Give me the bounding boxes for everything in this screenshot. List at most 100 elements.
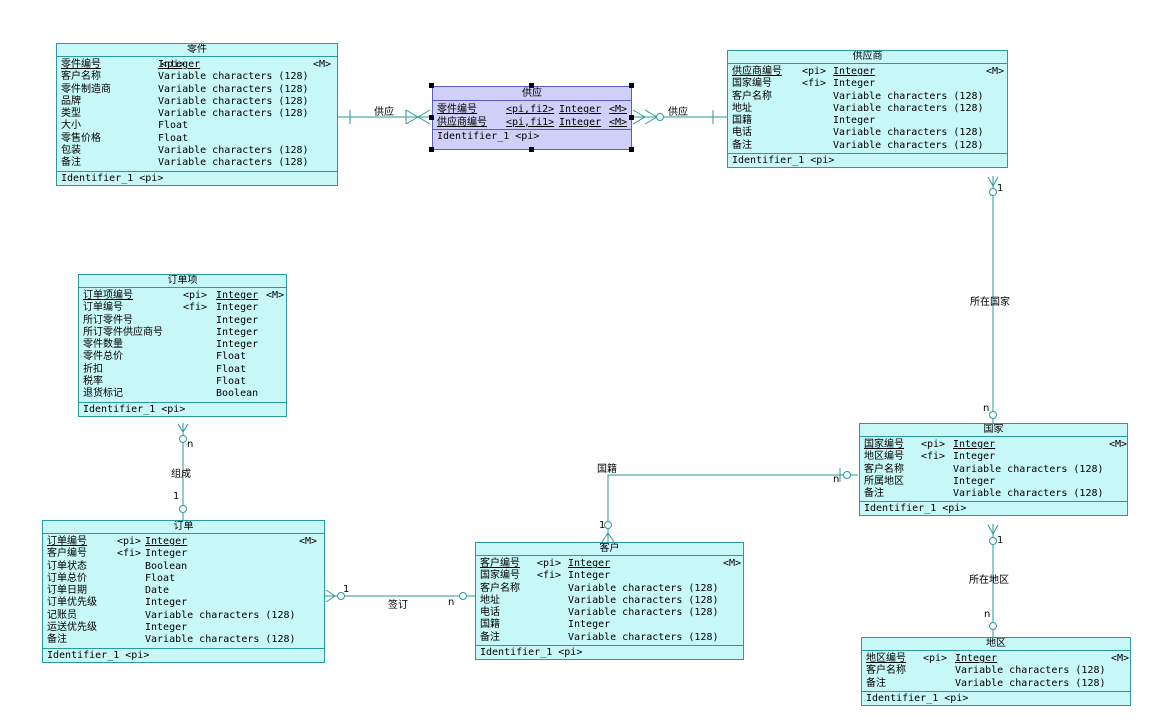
rel-card-sign-one: 1 bbox=[343, 584, 350, 595]
attribute-row: 零件编号<pi>Integer<M> bbox=[61, 59, 333, 71]
attribute-name: 备注 bbox=[61, 157, 81, 169]
rel-mark-cc-circle2 bbox=[604, 521, 612, 529]
attribute-name: 客户名称 bbox=[864, 463, 904, 475]
entity-title: 地区 bbox=[862, 638, 1130, 651]
attribute-name: 备注 bbox=[47, 634, 67, 646]
attribute-type: Variable characters (128) bbox=[953, 463, 1104, 475]
attribute-row: 客户名称 Variable characters (128) bbox=[864, 464, 1123, 476]
entity-identifier: Identifier_1 <pi> bbox=[862, 690, 1130, 705]
attribute-name: 国家编号 bbox=[732, 78, 772, 90]
selection-handle[interactable] bbox=[529, 83, 534, 88]
attribute-type: Integer bbox=[145, 548, 188, 560]
attribute-flag: <M> bbox=[266, 290, 285, 301]
attribute-type: Integer bbox=[158, 59, 201, 70]
attribute-type: Date bbox=[145, 585, 170, 597]
attribute-type: Variable characters (128) bbox=[953, 488, 1104, 500]
attribute-type: Integer bbox=[953, 439, 996, 450]
attribute-type: Integer bbox=[145, 597, 188, 609]
association-supply[interactable]: 供应 零件编号 <pi,fi2> Integer <M> 供应商编号 <pi,f… bbox=[432, 86, 632, 150]
rel-mark-io-circle bbox=[179, 435, 187, 443]
rel-mark-supplier-crow1 bbox=[632, 109, 646, 118]
rel-mark-cr-crow1 bbox=[987, 524, 994, 535]
attribute-type: Variable characters (128) bbox=[833, 127, 984, 139]
rel-mark-parts-crow2 bbox=[417, 116, 431, 125]
attribute-key: <pi> bbox=[537, 558, 562, 569]
attribute-name: 客户名称 bbox=[480, 582, 520, 594]
rel-mark-sc-circle bbox=[989, 188, 997, 196]
attribute-type: Integer bbox=[216, 314, 259, 326]
entity-identifier: Identifier_1 <pi> bbox=[43, 647, 324, 662]
attribute-name: 订单编号 bbox=[47, 536, 87, 547]
rel-mark-cr-circle bbox=[989, 537, 997, 545]
rel-mark-cc-crow2 bbox=[607, 532, 615, 543]
selection-handle[interactable] bbox=[429, 147, 434, 152]
attribute-key: <pi> bbox=[161, 59, 186, 70]
attribute-row: 订单编号<pi>Integer<M> bbox=[47, 536, 320, 548]
rel-card-located-region-many: n bbox=[984, 609, 991, 620]
attribute-name: 国籍 bbox=[480, 619, 500, 631]
attribute-flag: <M> bbox=[299, 536, 318, 547]
selection-handle[interactable] bbox=[629, 147, 634, 152]
attribute-type: Variable characters (128) bbox=[158, 157, 309, 169]
entity-identifier: Identifier_1 <pi> bbox=[79, 401, 286, 416]
attribute-name: 供应商编号 bbox=[732, 66, 782, 77]
rel-card-located-country-one: 1 bbox=[997, 183, 1004, 194]
attribute-name: 折扣 bbox=[83, 363, 103, 375]
attribute-flag: <M> bbox=[723, 558, 742, 569]
selection-handle[interactable] bbox=[529, 147, 534, 152]
attribute-name: 零件制造商 bbox=[61, 83, 111, 95]
attribute-name: 包装 bbox=[61, 145, 81, 157]
attribute-type: Variable characters (128) bbox=[158, 71, 309, 83]
rel-card-sign-many: n bbox=[448, 597, 455, 608]
attribute-name: 记账员 bbox=[47, 609, 77, 621]
selection-handle[interactable] bbox=[629, 115, 634, 120]
attribute-type: Integer bbox=[145, 622, 188, 634]
rel-mark-cr-circle2 bbox=[989, 622, 997, 630]
attribute-type: Integer bbox=[953, 451, 996, 463]
assoc-attr-flag: <M> bbox=[609, 104, 628, 115]
attribute-type: Integer bbox=[833, 115, 876, 127]
attribute-row: 客户编号<fi>Integer bbox=[47, 548, 320, 560]
attribute-name: 地区编号 bbox=[864, 451, 904, 463]
rel-mark-parts-crow1 bbox=[417, 109, 431, 118]
attribute-name: 备注 bbox=[732, 139, 752, 151]
entity-identifier: Identifier_1 <pi> bbox=[57, 170, 337, 185]
attribute-name: 大小 bbox=[61, 120, 81, 132]
selection-handle[interactable] bbox=[629, 83, 634, 88]
attribute-type: Integer bbox=[216, 326, 259, 338]
attribute-type: Integer bbox=[145, 536, 188, 547]
assoc-attr-row: 零件编号 <pi,fi2> Integer <M> bbox=[437, 104, 627, 117]
assoc-attr-flag: <M> bbox=[609, 116, 628, 128]
selection-handle[interactable] bbox=[429, 115, 434, 120]
selection-handle[interactable] bbox=[429, 83, 434, 88]
attribute-type: Integer bbox=[216, 339, 259, 351]
attribute-name: 所属地区 bbox=[864, 475, 904, 487]
rel-mark-io-crow2 bbox=[182, 423, 189, 433]
attribute-name: 国籍 bbox=[732, 115, 752, 127]
attribute-row: 国家编号<fi>Integer bbox=[480, 570, 739, 582]
